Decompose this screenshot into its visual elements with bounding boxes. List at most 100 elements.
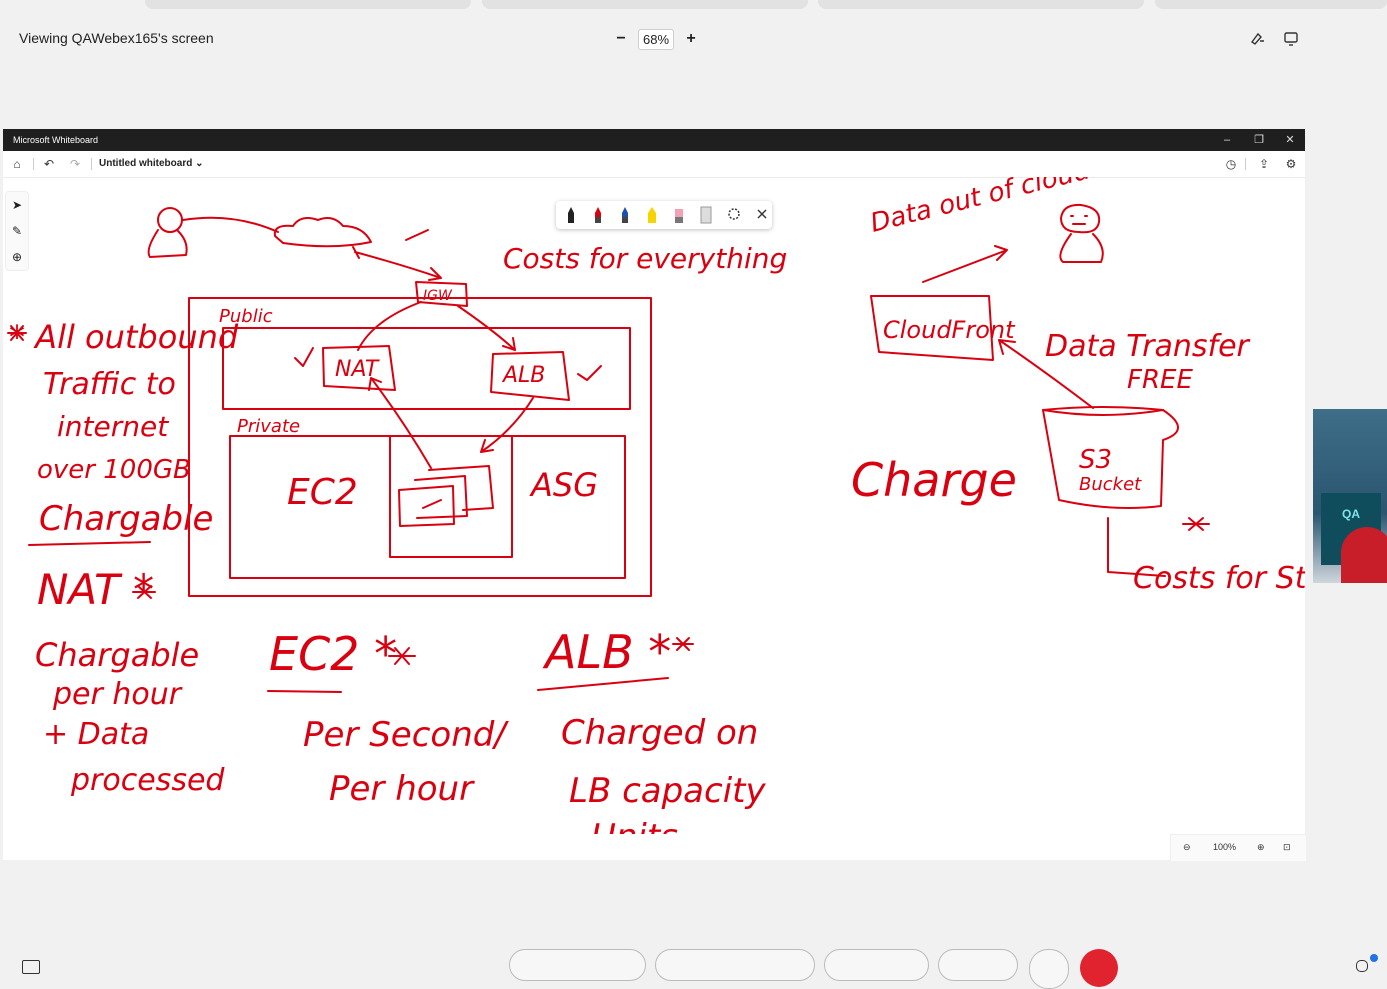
underline [537,677,669,691]
pen-tray [556,201,772,229]
bracket [1107,517,1166,577]
all-outbound-label: * All outbound [9,318,239,356]
cloud-shape [273,217,372,248]
stop-video-button[interactable] [655,949,815,981]
tab-stub[interactable] [1155,0,1387,9]
arrow-igw-alb [457,305,516,351]
settings-icon[interactable]: ⚙ [1285,157,1297,171]
zoom-in-button[interactable]: + [686,30,696,47]
plus-data-label: + Data [43,717,149,752]
popout-screen-icon[interactable] [1283,30,1301,48]
share-button[interactable] [824,949,929,981]
close-window-icon[interactable]: ✕ [1285,134,1295,146]
asg-box [389,435,513,558]
eraser-icon[interactable] [675,209,683,223]
pen-blue-icon[interactable] [622,207,628,223]
units-label: Units [591,817,678,834]
canvas-zoom-out-icon[interactable]: ⊖ [1183,842,1191,852]
pen-red-icon[interactable] [595,207,601,223]
instance [398,485,455,527]
leave-meeting-button[interactable] [1080,949,1118,987]
instance [428,465,494,511]
ec2-star-label: EC2 * [269,627,397,681]
zoom-level[interactable]: 68% [638,28,675,50]
ruler-icon[interactable] [700,206,712,224]
close-icon[interactable] [757,209,767,219]
tab-stub[interactable] [145,0,471,9]
highlighter-icon[interactable] [648,207,656,223]
zoom-out-button[interactable]: − [616,30,626,47]
data-out-label: Data out of cloudfront [867,177,1154,239]
whiteboard-toolbar: ⌂ ↶ ↷ Untitled whiteboard ⌄ ◷ ⇪ ⚙ [3,151,1305,178]
star [132,585,156,599]
star [388,647,416,665]
over-100-label: over 100GB [37,455,191,485]
private-label: Private [237,416,300,437]
star [672,637,694,651]
nat-box [322,345,396,391]
redo-icon[interactable]: ↷ [69,157,81,171]
add-icon[interactable]: ⊕ [11,250,23,264]
fit-screen-icon[interactable]: ⊡ [1283,842,1291,852]
free-label: FREE [1127,365,1193,395]
board-name: Untitled whiteboard [99,158,193,169]
s3-bucket-rim [1042,409,1164,416]
tab-stub[interactable] [482,0,808,9]
pen-black-icon[interactable] [568,207,574,223]
arrow-igw-nat [357,301,422,351]
nat-star-label: NAT * [37,565,154,614]
nat-label: NAT [335,357,380,382]
viewer-zoom-control: − 68% + [612,28,700,50]
alb-star-label: ALB * [542,625,671,679]
participant-video[interactable]: QA [1313,409,1387,583]
record-button[interactable] [938,949,1018,981]
pen-tool-icon[interactable]: ✎ [11,224,23,238]
tick [405,229,429,241]
arrow-cloud-igw [352,246,442,281]
restore-icon[interactable]: ❐ [1254,134,1264,146]
ink-canvas[interactable]: Costs for everything Data out of cloudfr… [3,177,1305,834]
user-head [1060,203,1101,234]
chevron-down-icon: ⌄ [195,158,204,169]
tab-stub[interactable] [818,0,1144,9]
arrow-data-out [922,245,1008,283]
data-transfer-label: Data Transfer [1045,329,1251,364]
select-tool-icon[interactable]: ➤ [11,198,23,212]
annotate-icon[interactable] [1250,30,1268,48]
vpc-box [188,297,652,597]
public-label: Public [219,306,273,327]
minimize-icon[interactable]: – [1223,134,1231,146]
processed-label: processed [70,763,225,798]
participant-silhouette [1341,527,1387,583]
layout-icon[interactable] [22,960,40,974]
arrow-alb-instances [480,397,534,453]
participants-icon[interactable] [1356,960,1368,972]
per-hour2-label: Per hour [329,769,475,809]
instance-mark [422,499,442,509]
timer-icon[interactable]: ◷ [1225,157,1237,171]
igw-label: IGW [423,288,453,304]
user-body [1059,233,1104,263]
board-name-dropdown[interactable]: Untitled whiteboard ⌄ [99,158,204,169]
more-button[interactable] [1029,949,1069,989]
meeting-controls [0,940,1387,989]
canvas-zoom-in-icon[interactable]: ⊕ [1257,842,1265,852]
lasso-icon[interactable] [728,208,740,220]
chargable-label: Chargable [39,499,213,539]
underline [28,541,151,546]
mute-button[interactable] [509,949,646,981]
canvas-zoom-level: 100% [1213,842,1237,852]
arrow-instances-nat [368,377,432,469]
viewer-title: Viewing QAWebex165's screen [19,30,214,46]
home-icon[interactable]: ⌂ [13,157,21,171]
underline [267,690,342,693]
internet-label: internet [57,410,169,443]
person-body [147,229,188,258]
star [1182,517,1210,531]
share-icon[interactable]: ⇪ [1258,157,1270,171]
undo-icon[interactable]: ↶ [43,157,55,171]
costs-label: Costs for everything [503,242,787,275]
star [7,325,27,341]
tick [577,365,602,381]
divider [91,158,92,170]
